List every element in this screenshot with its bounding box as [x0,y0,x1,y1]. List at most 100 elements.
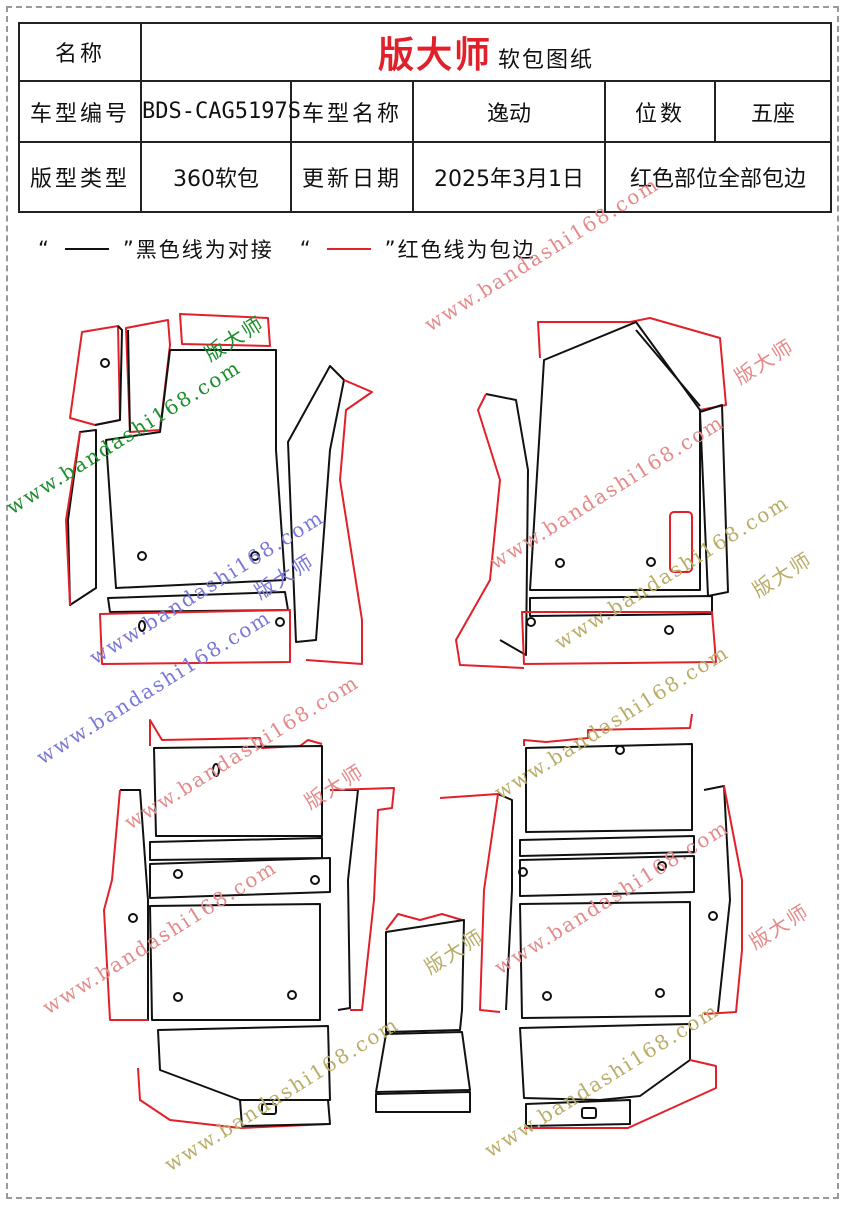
br-slot [581,1107,597,1119]
legend-close-quote-black: ” [122,237,136,261]
right-bottom-block [521,611,717,665]
hole [615,745,625,755]
title-row: 名称 版大师软包图纸 [18,22,833,82]
red-line-swatch [326,248,371,250]
black-line-swatch [64,248,109,250]
bl-right-curve [330,789,359,1011]
bl-top-panel [153,745,323,837]
tunnel-lower [375,1031,471,1093]
bl-strip-1 [149,837,323,861]
tunnel-upper [385,919,465,1033]
br-top-panel [525,743,693,833]
type-row: 版型类型 360软包 更新日期 2025年3月1日 红色部位全部包边 [18,141,833,213]
left-vertical-side-red [65,431,81,606]
front-left-floor-set [65,313,373,665]
br-main-mat [519,901,691,1019]
left-main-mat [105,349,286,589]
name-label: 名称 [18,22,142,82]
brand-subtitle: 软包图纸 [498,48,595,73]
brand-title: 版大师 [378,35,493,76]
update-label: 更新日期 [290,141,414,213]
tunnel-base [375,1091,471,1113]
br-side-piece-red [703,785,743,1015]
legend-close-quote-red: ” [384,237,398,261]
title-cell: 版大师软包图纸 [139,22,833,82]
pattern-type-value: 360软包 [140,141,292,213]
watermark-url: www.bandashi168.com [160,1012,403,1176]
hole [138,620,146,632]
right-left-curve [485,393,529,656]
watermark-brand: 版大师 [745,899,814,954]
legend-open-quote-red: “ [299,237,313,261]
tunnel-red-cap [385,913,463,931]
center-tunnel-set [375,913,471,1113]
model-name-value: 逸动 [412,80,606,143]
hole [100,358,110,368]
watermark-layer: www.bandashi168.com 版大师 www.bandashi168.… [2,172,817,1176]
hole [555,558,565,568]
left-vertical-side [67,429,97,606]
right-main-inner [635,329,701,407]
watermark-url: www.bandashi168.com [420,172,663,336]
bl-top-cap [149,719,323,749]
right-left-curve-red [455,393,525,669]
br-bottom-panel [519,1023,691,1101]
bl-strip-2 [149,857,331,899]
left-upper-panel-inner [127,329,131,433]
watermark-url: www.bandashi168.com [38,855,281,1019]
pattern-type-label: 版型类型 [18,141,142,213]
right-side-strip [699,404,729,597]
watermark-brand: 版大师 [420,924,489,979]
info-table: 名称 版大师软包图纸 车型编号 BDS-CAG5197S 车型名称 逸动 位数 … [18,22,833,213]
hole [664,625,674,635]
br-strip-2 [519,855,695,897]
seats-label: 位数 [604,80,716,143]
br-left-curve-red [439,793,501,1013]
hole [646,557,656,567]
bl-slot [261,1103,277,1115]
model-code-label: 车型编号 [18,80,142,143]
left-side-piece-back [94,325,123,426]
hole [287,990,297,1000]
bl-bottom-red [137,1067,331,1129]
watermark-url: www.bandashi168.com [480,998,723,1162]
hole [655,988,665,998]
hole [250,551,260,561]
right-main-red [537,317,727,411]
hole [526,617,536,627]
legend-black-text: 黑色线为对接 [135,238,274,262]
seats-value: 五座 [713,80,833,143]
model-name-label: 车型名称 [290,80,414,143]
left-side-piece [69,325,121,426]
left-right-curve-red [305,379,373,665]
hole [212,763,220,777]
hole [173,869,183,879]
br-bottom-red [524,1059,717,1129]
model-code-value: BDS-CAG5197S [140,80,301,143]
watermark-url: www.bandashi168.com [2,355,245,519]
br-bottom-strip [525,1099,631,1127]
bl-right-curve-red [329,787,395,1011]
model-row: 车型编号 BDS-CAG5197S 车型名称 逸动 位数 五座 [18,80,833,143]
rear-right-floor-set [439,713,743,1129]
hole [708,911,718,921]
right-slot [669,511,693,573]
hole [518,867,528,877]
update-date-value: 2025年3月1日 [412,141,606,213]
edge-note: 红色部位全部包边 [603,141,833,213]
bl-bottom-strip [239,1099,331,1127]
rear-left-floor-set [103,719,395,1129]
br-top-cap [523,713,693,746]
hole [310,875,320,885]
bl-side-piece-red [103,789,148,1021]
br-side-piece [703,785,731,1013]
line-legend: “ ” 黑色线为对接 “ ” 红色线为包边 [38,234,536,264]
hole [137,551,147,561]
watermark-brand: 版大师 [730,334,799,389]
watermark-brand: 版大师 [300,759,369,814]
hole [128,913,138,923]
page-border [6,6,839,1199]
left-top-strip [179,313,271,347]
right-main-mat [529,321,701,591]
